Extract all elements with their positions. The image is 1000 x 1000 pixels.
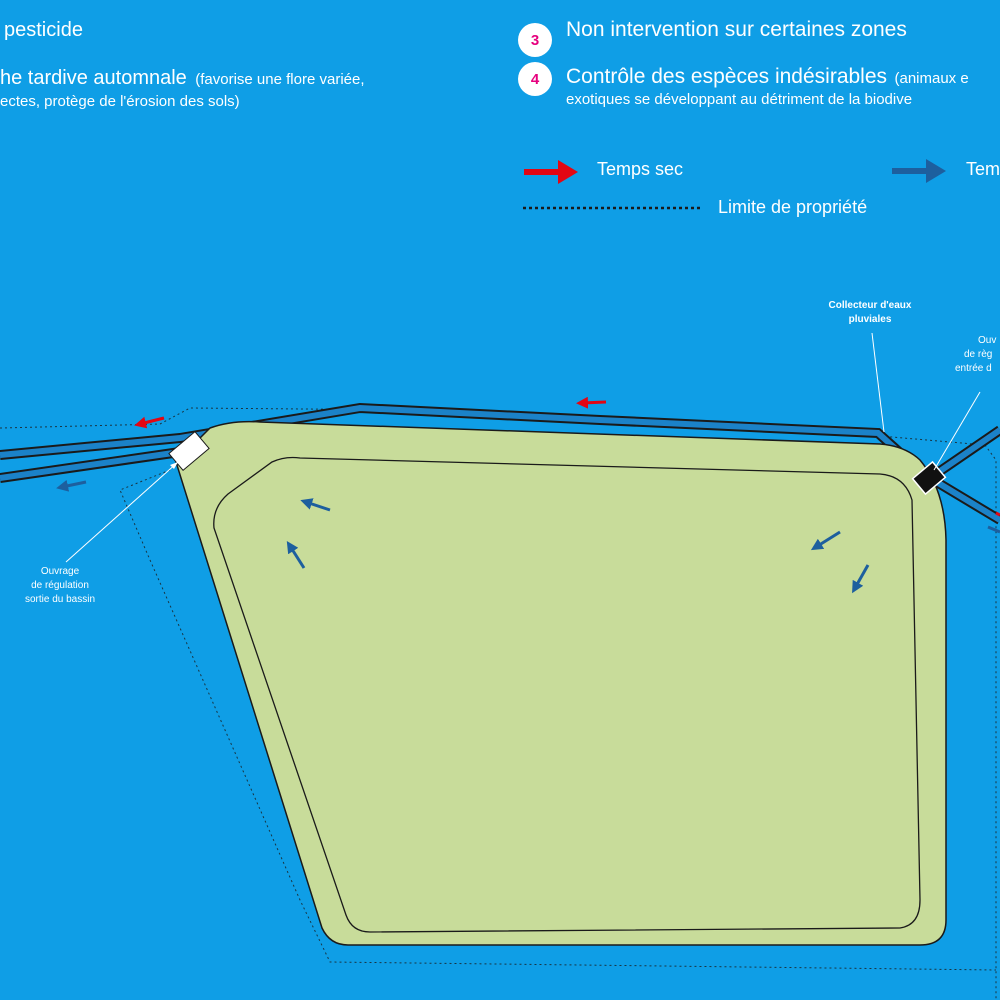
legend-item-2-line2: ectes, protège de l'érosion des sols) bbox=[0, 93, 240, 110]
inlet-regulation-structure bbox=[911, 460, 947, 496]
legend-item-2-detail: (favorise une flore variée, bbox=[195, 71, 365, 88]
wet-weather-label: Tem bbox=[966, 159, 1000, 179]
outlet-annotation-line2: de régulation bbox=[31, 580, 89, 591]
collector-pipe-top bbox=[0, 402, 932, 482]
dry-weather-label: Temps sec bbox=[597, 159, 684, 179]
outlet-leader-tip bbox=[170, 462, 178, 469]
wet-weather-legend-arrow bbox=[892, 159, 946, 183]
legend-item-4-badge: 4 bbox=[518, 62, 552, 96]
legend-item-4-line2: exotiques se développant au détriment de… bbox=[566, 91, 913, 108]
inlet-annotation: Ouv de règ entrée d bbox=[952, 334, 1000, 376]
wet-flow-arrow bbox=[286, 540, 306, 569]
collector-annotation-line1: Collecteur d'eaux bbox=[828, 300, 912, 311]
outlet-regulation-structure bbox=[168, 430, 210, 472]
outlet-annotation-line1: Ouvrage bbox=[40, 566, 80, 577]
legend-item-4-title: Contrôle des espèces indésirables bbox=[566, 65, 888, 88]
collector-annotation-line2: pluviales bbox=[848, 314, 892, 325]
legend-item-2-title: he tardive automnale bbox=[0, 67, 187, 89]
wet-flow-arrow bbox=[300, 498, 331, 512]
legend-item-3-text: Non intervention sur certaines zones bbox=[566, 18, 907, 41]
dry-weather-legend-arrow bbox=[524, 160, 578, 184]
collector-leader-line bbox=[871, 332, 885, 433]
inlet-pipes bbox=[927, 425, 1000, 525]
property-limit-outline bbox=[0, 407, 997, 1000]
retention-basin bbox=[175, 420, 947, 946]
inlet-annotation-line1: Ouv bbox=[978, 335, 997, 346]
inlet-annotation-line2: de règ bbox=[964, 349, 993, 360]
collector-annotation: Collecteur d'eaux pluviales bbox=[812, 299, 928, 327]
wet-flow-arrow bbox=[987, 525, 1000, 534]
legend-item-2: he tardive automnale (favorise une flore… bbox=[0, 67, 365, 90]
dry-flow-arrow bbox=[576, 396, 607, 409]
outlet-annotation-line3: sortie du bassin bbox=[24, 594, 96, 605]
legend-item-4-detail: (animaux e bbox=[894, 70, 969, 87]
outlet-pipe bbox=[0, 447, 181, 483]
legend-item-1-text: pesticide bbox=[4, 19, 83, 41]
wet-flow-arrow bbox=[56, 479, 87, 492]
basin-inner-bank bbox=[213, 456, 921, 933]
outlet-annotation: Ouvrage de régulation sortie du bassin bbox=[4, 565, 116, 607]
dry-flow-arrow bbox=[995, 511, 1000, 517]
inlet-leader-line bbox=[933, 391, 981, 471]
property-limit-label: Limite de propriété bbox=[718, 197, 868, 217]
dry-flow-arrow bbox=[134, 416, 165, 429]
outlet-leader-line bbox=[65, 461, 179, 563]
legend-item-4: Contrôle des espèces indésirables (anima… bbox=[566, 65, 969, 89]
wet-flow-arrow bbox=[810, 530, 841, 551]
inlet-annotation-line3: entrée d bbox=[955, 363, 992, 374]
wet-flow-arrow bbox=[852, 564, 870, 594]
legend-item-3-badge: 3 bbox=[518, 23, 552, 57]
